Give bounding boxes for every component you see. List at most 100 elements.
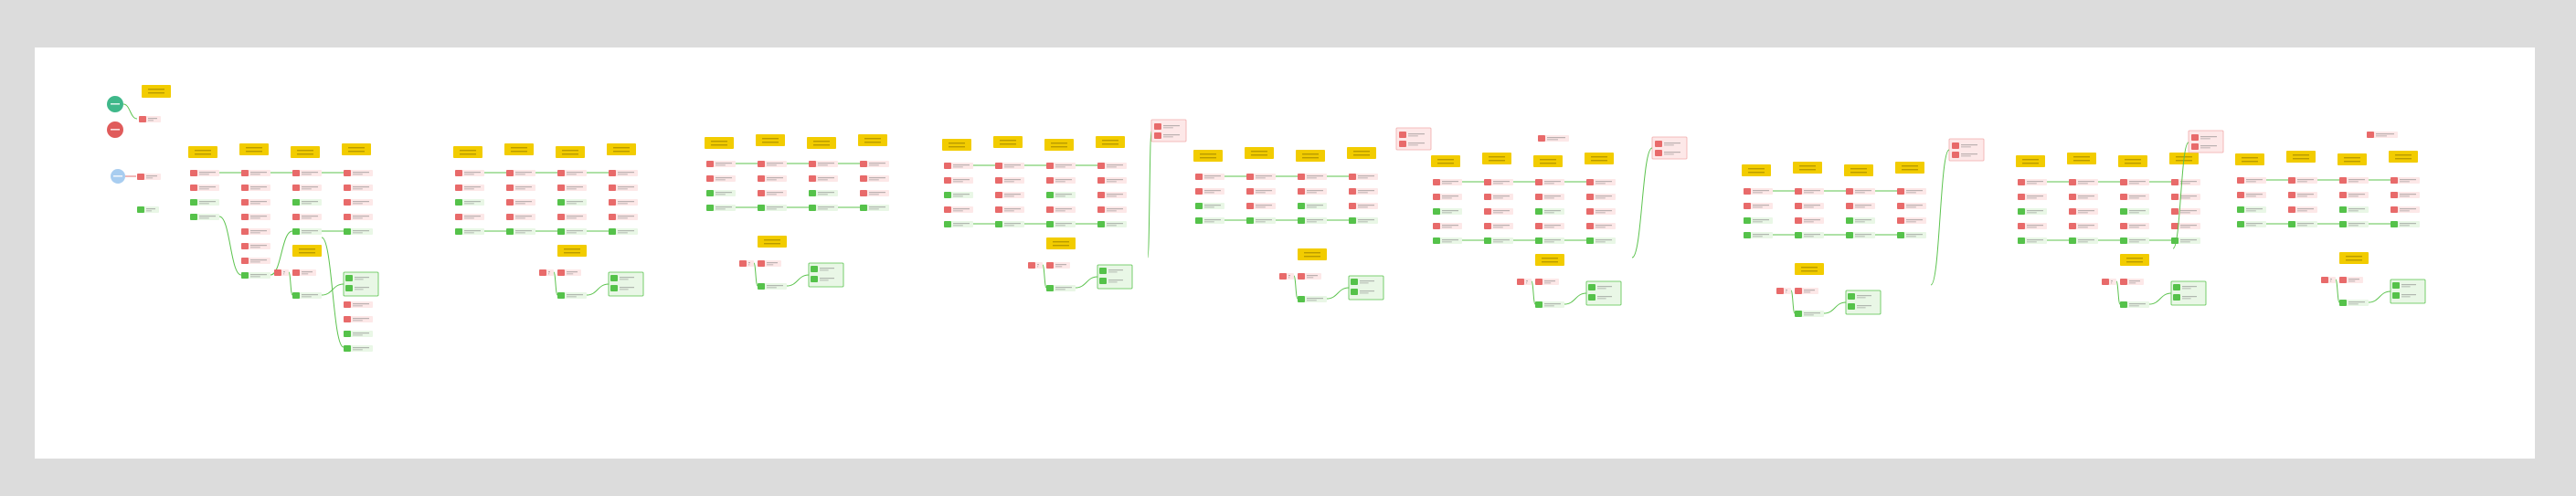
step-text-line	[1004, 179, 1021, 181]
step-text-line	[767, 208, 777, 210]
step-text-line	[1307, 219, 1323, 221]
step-text-line	[1961, 153, 1977, 155]
note-box	[453, 146, 482, 158]
note-text-line	[1053, 245, 1069, 247]
step-text-line	[869, 208, 879, 210]
fail-icon	[995, 177, 1002, 184]
step-text-line	[1493, 197, 1503, 199]
edge-to-info	[2172, 142, 2189, 249]
step-text-line	[1544, 183, 1554, 185]
step-text-line	[1256, 177, 1266, 179]
step-text-line	[1055, 266, 1063, 268]
pass-icon	[758, 283, 765, 290]
fail-icon	[190, 170, 197, 176]
step-text-line	[250, 232, 260, 234]
step-text-line	[2246, 194, 2263, 195]
step-text-line	[2027, 239, 2043, 241]
fail-icon	[609, 170, 616, 176]
fail-icon	[1484, 223, 1491, 229]
pass-icon	[2339, 300, 2347, 306]
step-text-line	[1004, 166, 1014, 168]
note-text-line	[562, 150, 578, 152]
pass-icon	[137, 206, 144, 213]
step-text-line	[1256, 175, 1272, 177]
fail-icon	[1154, 132, 1161, 139]
step-text-line	[1544, 239, 1561, 241]
step-text-line	[1163, 125, 1180, 127]
step-text-line	[1055, 179, 1072, 181]
step-text-line	[2400, 181, 2410, 183]
note-text-line	[195, 153, 211, 155]
fail-icon	[241, 243, 249, 249]
step-text-line	[1107, 179, 1123, 181]
step-text-line	[1307, 206, 1317, 208]
pass-icon	[944, 221, 951, 227]
step-text-line	[1358, 221, 1368, 223]
step-text-line	[1055, 210, 1065, 212]
step-text-line	[2297, 181, 2307, 183]
fail-icon	[344, 199, 351, 206]
step-text-line	[1804, 221, 1814, 223]
fail-icon	[1776, 288, 1784, 294]
note-text-line	[2125, 163, 2141, 164]
step-text-line	[2111, 280, 2113, 282]
step-text-line	[1595, 197, 1606, 199]
fail-icon	[274, 269, 281, 276]
step-text-line	[1961, 155, 1971, 157]
pass-icon	[1433, 208, 1440, 215]
fail-icon	[1586, 179, 1594, 185]
fail-icon	[1433, 194, 1440, 200]
pass-icon	[809, 190, 816, 196]
fail-icon	[2120, 194, 2127, 200]
step-text-line	[2348, 208, 2365, 210]
pass-icon	[2237, 206, 2244, 213]
note-box	[1585, 153, 1614, 164]
step-text-line	[1107, 208, 1123, 210]
step-text-line	[2027, 212, 2037, 214]
fail-icon	[1433, 179, 1440, 185]
step-text-line	[1256, 192, 1266, 194]
note-text-line	[864, 138, 881, 140]
step-text-line	[1107, 164, 1123, 166]
pass-icon	[811, 266, 818, 272]
step-text-line	[250, 188, 260, 190]
pass-icon	[455, 199, 462, 206]
step-text-line	[767, 177, 783, 179]
step-text-line	[567, 172, 583, 174]
step-text-line	[2129, 212, 2139, 214]
pass-icon	[344, 331, 351, 337]
step-text-line	[250, 261, 260, 263]
fail-icon	[1655, 141, 1662, 147]
step-text-line	[250, 217, 260, 219]
note-text-line	[564, 248, 580, 250]
fail-icon	[1535, 179, 1542, 185]
step-text-line	[1408, 144, 1418, 146]
step-text-line	[2348, 194, 2365, 195]
fail-icon	[1535, 223, 1542, 229]
step-text-line	[618, 172, 634, 174]
step-text-line	[1547, 137, 1565, 139]
edge-branch	[1823, 301, 1847, 314]
step-text-line	[1107, 194, 1123, 195]
step-text-line	[302, 271, 313, 273]
step-text-line	[818, 164, 828, 166]
fail-icon	[1586, 194, 1594, 200]
note-text-line	[1000, 143, 1016, 145]
pass-icon	[2120, 301, 2127, 308]
step-text-line	[618, 201, 634, 203]
pass-icon	[1349, 217, 1356, 224]
note-box	[292, 245, 322, 257]
step-text-line	[1595, 212, 1606, 214]
step-text-line	[1288, 277, 1290, 279]
pass-icon	[1848, 293, 1855, 300]
step-text-line	[869, 164, 879, 166]
step-text-line	[2401, 284, 2416, 286]
step-text-line	[2129, 210, 2146, 212]
step-text-line	[1307, 221, 1317, 223]
step-text-line	[567, 217, 577, 219]
step-text-line	[1753, 234, 1769, 236]
edge-branch	[1075, 276, 1098, 289]
step-text-line	[2246, 225, 2256, 227]
note-box	[1795, 263, 1824, 275]
step-text-line	[515, 172, 532, 174]
